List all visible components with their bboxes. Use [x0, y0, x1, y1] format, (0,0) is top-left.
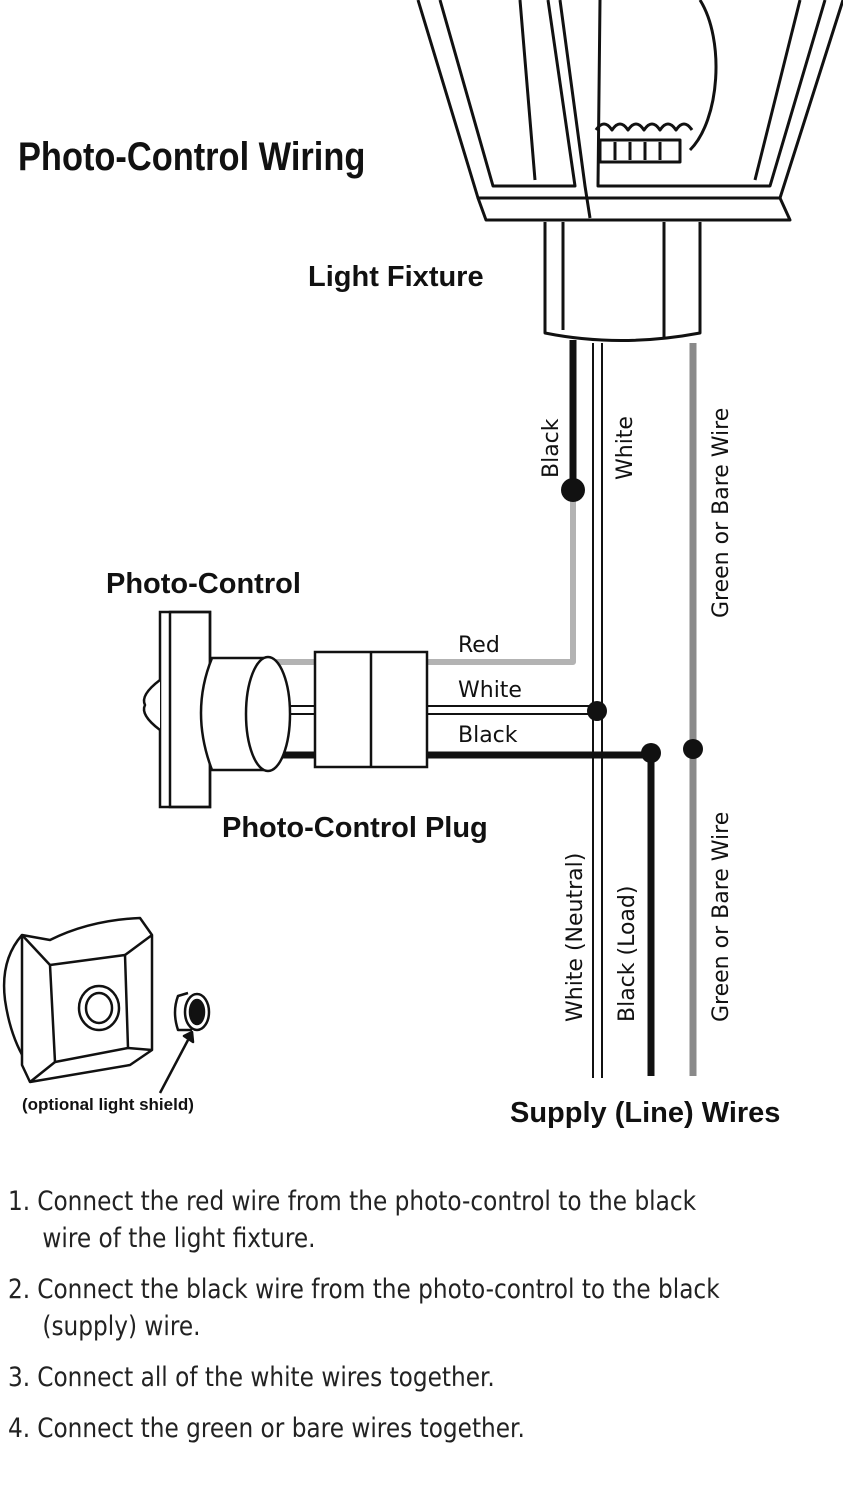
inset-sensor-inner: [84, 991, 114, 1025]
step-number: 2.: [8, 1274, 31, 1305]
supply-load-label: Black (Load): [615, 886, 640, 1022]
red-wire: [425, 490, 576, 665]
step-text: Connect the green or bare wires together…: [37, 1413, 525, 1444]
diagram-title: Photo-Control Wiring: [18, 134, 365, 179]
step-text: Connect the red wire from the photo-cont…: [37, 1186, 697, 1217]
junction-red-black: [561, 478, 585, 502]
fixture-black-label: Black: [539, 418, 564, 478]
step-text: Connect the black wire from the photo-co…: [37, 1274, 720, 1305]
step-number: 4.: [8, 1413, 31, 1444]
supply-wires-label: Supply (Line) Wires: [510, 1097, 780, 1129]
junction-white: [587, 701, 607, 721]
step-number: 3.: [8, 1362, 31, 1393]
fixture-ground-label: Green or Bare Wire: [709, 408, 734, 618]
wires: [272, 340, 697, 1078]
step-number: 1.: [8, 1186, 31, 1217]
supply-neutral-label: White (Neutral): [563, 853, 588, 1022]
instruction-step-2: 2.Connect the black wire from the photo-…: [8, 1271, 722, 1345]
junction-black: [641, 743, 661, 763]
light-fixture-label: Light Fixture: [308, 261, 484, 293]
plug-red-label: Red: [458, 633, 500, 658]
junction-ground: [683, 739, 703, 759]
plug-white-label: White: [458, 678, 522, 703]
photo-control-inset: [2, 916, 211, 1094]
fixture-white-label: White: [613, 416, 638, 480]
photo-control-plug-label: Photo-Control Plug: [222, 812, 488, 844]
supply-ground-label: Green or Bare Wire: [709, 812, 734, 1022]
photo-control-device: [142, 610, 429, 809]
photo-control-label: Photo-Control: [106, 568, 301, 600]
instruction-step-4: 4.Connect the green or bare wires togeth…: [8, 1410, 722, 1447]
plug-black-label: Black: [458, 723, 518, 748]
instruction-step-3: 3.Connect all of the white wires togethe…: [8, 1359, 722, 1396]
light-fixture-lantern: [416, 0, 843, 342]
junctions: [561, 478, 703, 763]
step-text-continued: (supply) wire.: [42, 1311, 201, 1342]
instruction-list: 1.Connect the red wire from the photo-co…: [8, 1183, 722, 1461]
step-text: Connect all of the white wires together.: [37, 1362, 495, 1393]
light-shield-caption: (optional light shield): [22, 1095, 194, 1114]
step-text-continued: wire of the light fixture.: [42, 1223, 316, 1254]
wire-labels: Black White Green or Bare Wire Red White…: [458, 408, 734, 1022]
instruction-step-1: 1.Connect the red wire from the photo-co…: [8, 1183, 722, 1257]
